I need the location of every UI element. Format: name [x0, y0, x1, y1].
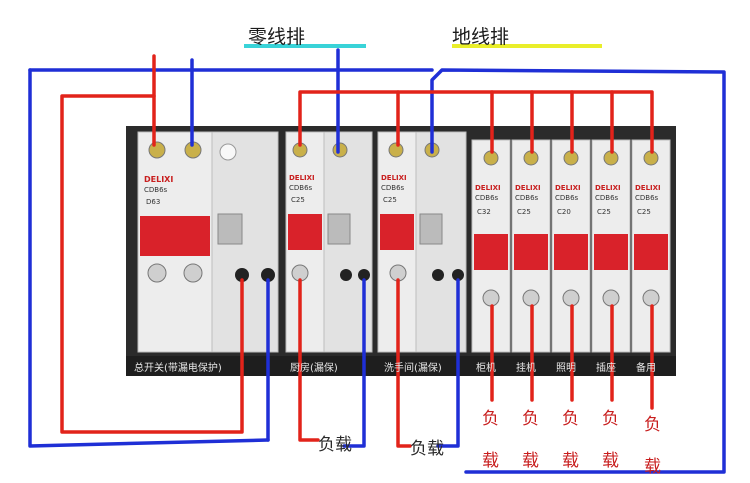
main-rating-text: D63	[146, 198, 160, 206]
neutral-wiring	[28, 48, 726, 474]
load-label-5-top: 负	[644, 415, 661, 435]
branch3-brand: DELIXI	[555, 184, 581, 192]
branch5-model: CDB6s	[635, 194, 659, 202]
branch4-rating: C25	[597, 208, 611, 216]
bath-brand-text: DELIXI	[381, 174, 407, 182]
bathroom-rcd-breaker: DELIXI CDB6s C25	[377, 131, 467, 353]
caption-hang: 挂机	[516, 361, 536, 374]
caption-socket: 插座	[596, 361, 616, 374]
kitchen-load-label: 负载	[318, 435, 352, 455]
branch5-rating: C25	[637, 208, 651, 216]
branch4-model: CDB6s	[595, 194, 619, 202]
load-label-1-top: 负	[482, 409, 499, 429]
branch2-model: CDB6s	[515, 194, 539, 202]
caption-bathroom: 洗手间(漏保)	[384, 361, 442, 374]
caption-spare: 备用	[636, 361, 656, 374]
branch3-model: CDB6s	[555, 194, 579, 202]
branch2-brand: DELIXI	[515, 184, 541, 192]
load-label-4-bottom: 载	[602, 451, 619, 471]
load-label-3-bottom: 载	[562, 451, 579, 471]
load-label-4-top: 负	[602, 409, 619, 429]
main-model-text: CDB6s	[144, 186, 168, 194]
kitchen-model-text: CDB6s	[289, 184, 313, 192]
branch5-brand: DELIXI	[635, 184, 661, 192]
ground-bus-label: 地线排	[452, 26, 510, 48]
neutral-bus-label: 零线排	[248, 26, 306, 48]
load-label-5-bottom: 载	[644, 457, 661, 477]
live-wiring	[60, 54, 654, 448]
branch3-rating: C20	[557, 208, 571, 216]
kitchen-rating-text: C25	[291, 196, 305, 204]
bath-model-text: CDB6s	[381, 184, 405, 192]
kitchen-brand-text: DELIXI	[289, 174, 315, 182]
caption-main: 总开关(带漏电保护)	[134, 361, 222, 374]
load-label-3-top: 负	[562, 409, 579, 429]
main-lever	[140, 216, 210, 256]
load-label-2-top: 负	[522, 409, 539, 429]
bath-rating-text: C25	[383, 196, 397, 204]
main-rcd-breaker: DELIXI CDB6s D63	[137, 131, 279, 353]
main-brand-text: DELIXI	[144, 175, 173, 184]
load-label-2-bottom: 载	[522, 451, 539, 471]
load-label-1-bottom: 载	[482, 451, 499, 471]
bathroom-load-label: 负载	[410, 439, 444, 459]
branch1-model: CDB6s	[475, 194, 499, 202]
branch2-rating: C25	[517, 208, 531, 216]
branch1-rating: C32	[477, 208, 491, 216]
branch4-brand: DELIXI	[595, 184, 621, 192]
caption-strip	[126, 356, 676, 376]
caption-lighting: 照明	[556, 362, 576, 374]
caption-cabinet: 柜机	[476, 361, 496, 374]
kitchen-rcd-breaker: DELIXI CDB6s C25	[285, 131, 373, 353]
branch-breaker-hang: DELIXI CDB6s C25	[511, 139, 551, 353]
branch-breaker-cabinet: DELIXI CDB6s C32	[471, 139, 511, 353]
caption-kitchen: 厨房(漏保)	[290, 361, 338, 374]
branch1-brand: DELIXI	[475, 184, 501, 192]
